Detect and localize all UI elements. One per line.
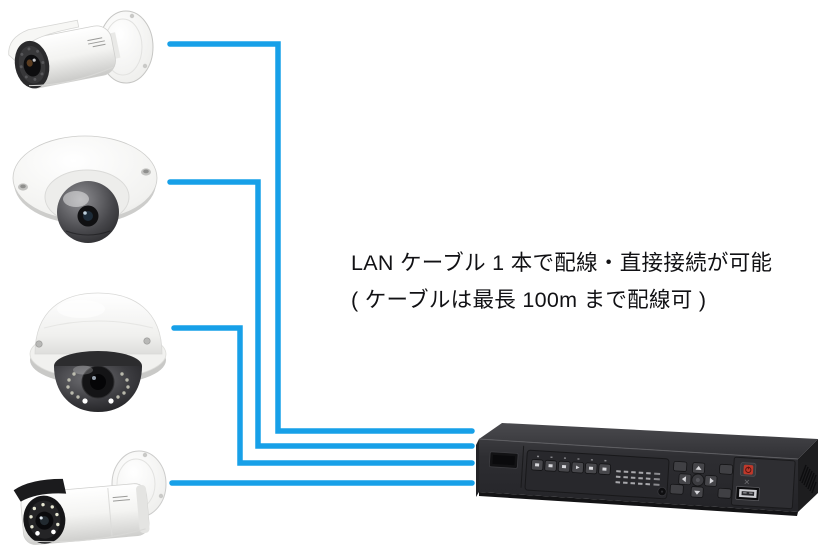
nvr-top-face	[479, 423, 818, 459]
vent-slots	[799, 464, 817, 494]
ir-led-ring	[66, 372, 130, 399]
nvr-left-edge	[476, 439, 479, 497]
playback-panel	[524, 449, 670, 500]
nvr-front-panel	[488, 445, 796, 510]
annotation-line1: LAN ケーブル 1 本で配線・直接接続が可能	[351, 251, 773, 275]
nvr-recorder-icon	[476, 423, 818, 516]
nav-pad	[669, 461, 734, 499]
ir-led-ring	[29, 503, 60, 536]
panel-mark	[744, 479, 750, 485]
brand-mark	[87, 37, 106, 48]
bullet-camera-bottom-icon	[13, 450, 167, 545]
lan-cable-mini-dome-camera	[167, 179, 475, 449]
brand-mark	[112, 495, 130, 502]
bullet-camera-top-icon	[8, 10, 154, 89]
led-indicator-grid	[615, 470, 661, 486]
ir-led-ring	[19, 47, 45, 81]
housing-screws	[35, 337, 151, 348]
nvr-base	[479, 492, 798, 516]
annotation-text: LAN ケーブル 1 本で配線・直接接続が可能 ( ケーブルは最長 100m ま…	[351, 245, 811, 319]
usb-port	[735, 485, 760, 502]
camera-body	[8, 19, 116, 89]
mini-dome-camera-icon	[12, 135, 158, 243]
camera-hood	[13, 478, 67, 502]
base-screws	[18, 168, 151, 191]
playback-buttons	[530, 455, 611, 476]
power-button	[739, 462, 757, 477]
lan-cable-vandal-dome-camera	[171, 325, 475, 466]
camera-body	[13, 478, 150, 545]
vandal-dome-camera-icon	[29, 292, 167, 412]
annotation-line2: ( ケーブルは最長 100m まで配線可 )	[351, 288, 707, 312]
lan-cable-bullet-camera-top	[167, 41, 475, 434]
dome-housing	[34, 292, 163, 355]
